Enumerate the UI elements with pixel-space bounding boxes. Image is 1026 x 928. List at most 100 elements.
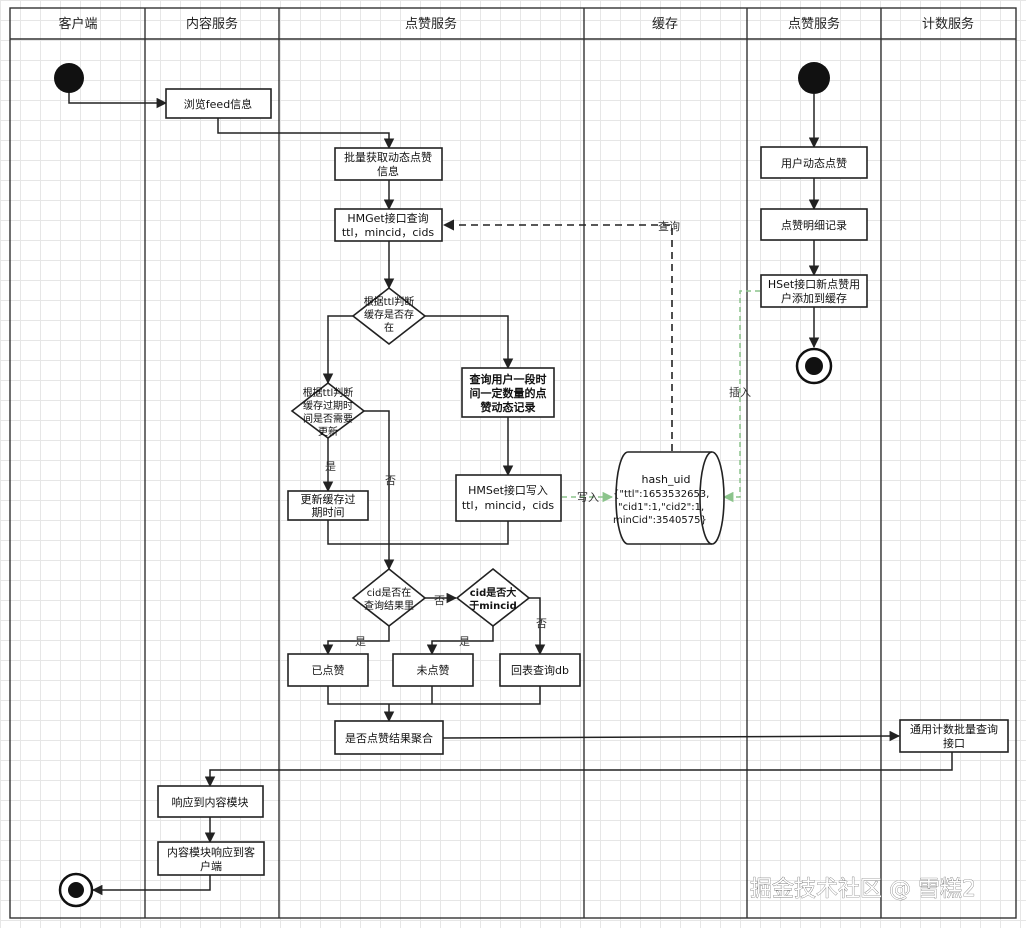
decision-mincid-line2: 于mincid bbox=[469, 600, 516, 612]
svg-text:HMSet接口写入: HMSet接口写入 bbox=[468, 484, 548, 497]
edge-hmset-to-merge bbox=[389, 521, 509, 545]
lane-title-like-service: 点赞服务 bbox=[405, 16, 457, 32]
node-hset-add-line1: HSet接口新点赞用 bbox=[768, 277, 860, 291]
cache-store-line4: minCid":3540575} bbox=[613, 515, 707, 526]
svg-text:更新: 更新 bbox=[318, 425, 338, 438]
edge-label-yes-cid: 是 bbox=[355, 635, 366, 648]
decision-expiry-line2: 缓存过期时 bbox=[303, 399, 353, 412]
cache-store-cylinder: hash_uid {"ttl":1653532653, "cid1":1,"ci… bbox=[613, 451, 725, 545]
lane-title-count-service: 计数服务 bbox=[922, 16, 974, 32]
svg-text:期时间: 期时间 bbox=[312, 506, 345, 519]
svg-text:接口: 接口 bbox=[943, 737, 965, 750]
lane-title-content-service: 内容服务 bbox=[186, 16, 238, 32]
edge-mincid-no bbox=[529, 597, 546, 656]
lane-title-cache: 缓存 bbox=[652, 17, 678, 32]
node-hset-add: HSet接口新点赞用 户添加到缓存 bbox=[760, 274, 868, 308]
edge-aggregate-to-count bbox=[442, 730, 901, 742]
svg-text:点赞明细记录: 点赞明细记录 bbox=[781, 219, 847, 232]
cache-store-line3: "cid1":1,"cid2":1, bbox=[618, 502, 704, 513]
svg-text:缓存是否存: 缓存是否存 bbox=[364, 308, 414, 321]
svg-text:"cid1":1,"cid2":1,: "cid1":1,"cid2":1, bbox=[618, 502, 704, 513]
node-batch-fetch: 批量获取动态点赞 信息 bbox=[334, 147, 443, 181]
svg-text:hash_uid: hash_uid bbox=[642, 473, 691, 486]
svg-text:已点赞: 已点赞 bbox=[312, 664, 345, 677]
node-query-records-line2: 间一定数量的点 bbox=[470, 386, 547, 400]
node-user-like-text: 用户动态点赞 bbox=[781, 156, 847, 170]
node-query-db-text: 回表查询db bbox=[511, 663, 569, 677]
node-query-records-line3: 赞动态记录 bbox=[480, 400, 536, 414]
lane-title-like-service-2: 点赞服务 bbox=[788, 16, 840, 32]
node-hmset-line2: ttl，mincid，cids bbox=[462, 499, 555, 512]
end-node bbox=[58, 872, 94, 908]
decision-expiry-line3: 间是否需要 bbox=[303, 412, 353, 425]
edge-cid-in-yes bbox=[322, 626, 390, 656]
decision-cache-exists-line1: 根据ttl判断 bbox=[364, 295, 415, 308]
svg-text:在: 在 bbox=[384, 322, 394, 334]
node-hmset-write: HMSet接口写入 ttl，mincid，cids bbox=[455, 474, 562, 522]
svg-text:cid是否大: cid是否大 bbox=[470, 586, 517, 599]
edge-results-merge bbox=[327, 686, 541, 705]
flow-edges bbox=[68, 92, 953, 896]
node-like-detail: 点赞明细记录 bbox=[760, 208, 868, 241]
node-hmset-line1: HMSet接口写入 bbox=[468, 484, 548, 497]
node-respond-client-line2: 户端 bbox=[200, 859, 222, 873]
cache-store-line2: {"ttl":1653532653, bbox=[613, 489, 709, 500]
node-query-user-records: 查询用户一段时 间一定数量的点 赞动态记录 bbox=[461, 367, 555, 418]
edge-start-to-browse bbox=[68, 92, 168, 109]
svg-text:HMGet接口查询: HMGet接口查询 bbox=[347, 211, 428, 225]
node-like-detail-text: 点赞明细记录 bbox=[781, 219, 847, 232]
svg-text:批量获取动态点赞: 批量获取动态点赞 bbox=[344, 150, 432, 164]
node-user-like: 用户动态点赞 bbox=[760, 146, 868, 179]
svg-text:查询用户一段时: 查询用户一段时 bbox=[470, 372, 547, 386]
edge-hset-insert bbox=[722, 290, 760, 503]
svg-text:缓存过期时: 缓存过期时 bbox=[303, 399, 353, 412]
decision-cid-in-line2: 查询结果里 bbox=[364, 599, 414, 612]
start-node bbox=[54, 63, 84, 93]
svg-text:{"ttl":1653532653,: {"ttl":1653532653, bbox=[613, 489, 709, 500]
node-count-batch-query: 通用计数批量查询 接口 bbox=[899, 719, 1009, 753]
edge-label-query: 查询 bbox=[658, 219, 680, 233]
node-respond-client: 内容模块响应到客 户端 bbox=[157, 841, 265, 876]
node-respond-content-text: 响应到内容模块 bbox=[172, 795, 249, 809]
start-node-2 bbox=[798, 62, 830, 94]
node-query-records-line1: 查询用户一段时 bbox=[470, 372, 547, 386]
svg-text:cid是否在: cid是否在 bbox=[367, 587, 412, 599]
edge-decision-to-query-records bbox=[425, 315, 514, 370]
decision-cid-gt-mincid: cid是否大 于mincid bbox=[455, 567, 531, 628]
svg-text:查询结果里: 查询结果里 bbox=[364, 599, 414, 612]
svg-text:用户动态点赞: 用户动态点赞 bbox=[781, 156, 847, 170]
edge-update-to-merge bbox=[327, 520, 389, 545]
node-batch-fetch-line2: 信息 bbox=[377, 164, 399, 178]
svg-text:户端: 户端 bbox=[200, 859, 222, 873]
node-liked: 已点赞 bbox=[287, 653, 369, 687]
lane-frame bbox=[9, 7, 1017, 919]
svg-text:更新缓存过: 更新缓存过 bbox=[301, 492, 356, 506]
decision-cid-in-line1: cid是否在 bbox=[367, 587, 412, 599]
svg-text:回表查询db: 回表查询db bbox=[511, 663, 569, 677]
svg-text:赞动态记录: 赞动态记录 bbox=[480, 400, 536, 414]
decision-cache-expiry: 根据ttl判断 缓存过期时 间是否需要 更新 bbox=[290, 381, 366, 439]
lane-title-client: 客户端 bbox=[58, 16, 97, 32]
decision-expiry-line4: 更新 bbox=[318, 425, 338, 438]
node-hmget-line2: ttl，mincid，cids bbox=[342, 226, 435, 239]
node-not-liked: 未点赞 bbox=[392, 653, 474, 687]
node-browse-feed: 浏览feed信息 bbox=[165, 88, 272, 119]
decision-expiry-line1: 根据ttl判断 bbox=[303, 386, 354, 399]
edge-label-insert: 插入 bbox=[729, 385, 751, 399]
edge-cache-query bbox=[442, 219, 673, 451]
svg-text:minCid":3540575}: minCid":3540575} bbox=[613, 515, 707, 526]
node-update-cache-ttl: 更新缓存过 期时间 bbox=[287, 490, 369, 521]
node-aggregate-text: 是否点赞结果聚合 bbox=[345, 731, 433, 745]
edge-mincid-yes bbox=[426, 626, 494, 656]
svg-text:户添加到缓存: 户添加到缓存 bbox=[781, 291, 847, 305]
svg-text:于mincid: 于mincid bbox=[469, 600, 516, 612]
node-query-db: 回表查询db bbox=[499, 653, 581, 687]
watermark: 掘金技术社区 @ 雪糕2 bbox=[750, 877, 976, 902]
svg-text:通用计数批量查询: 通用计数批量查询 bbox=[910, 722, 998, 736]
svg-text:内容模块响应到客: 内容模块响应到客 bbox=[167, 845, 255, 859]
node-browse-feed-text: 浏览feed信息 bbox=[184, 97, 252, 111]
decision-cache-exists-line3: 在 bbox=[384, 322, 394, 334]
cache-store-line1: hash_uid bbox=[642, 473, 691, 486]
edge-label-yes-expiry: 是 bbox=[325, 460, 336, 473]
